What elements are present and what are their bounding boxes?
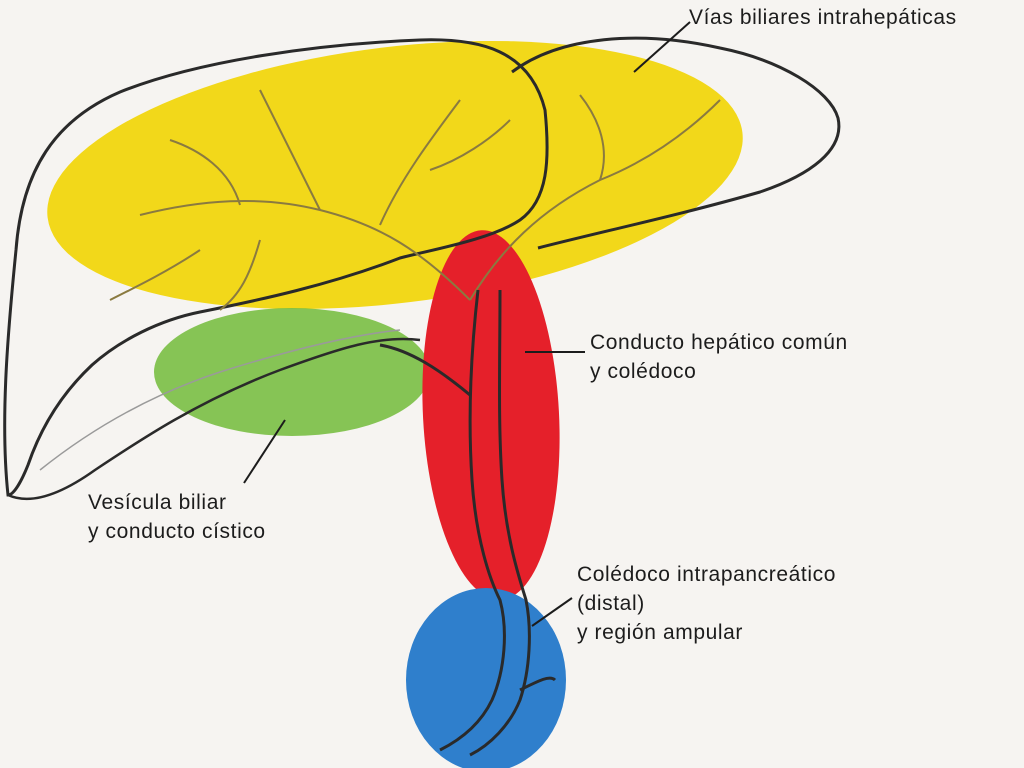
common-hepatic-duct-region [422, 230, 560, 600]
pointer-intrahepatic [633, 21, 691, 73]
common-bile-duct-outline [439, 289, 506, 752]
label-line: Colédoco intrapancreático [577, 563, 836, 586]
pointer-lines [243, 21, 691, 627]
label-intrapancreatic-bile-duct: Colédoco intrapancreático (distal) y reg… [577, 560, 836, 647]
pancreatic-duct-outline [519, 676, 557, 692]
intrahepatic-duct-branches [109, 89, 721, 311]
label-common-hepatic-duct: Conducto hepático común y colédoco [590, 328, 848, 386]
distal-bile-duct-region [406, 588, 566, 768]
label-intrahepatic-ducts: Vías biliares intrahepáticas [689, 3, 957, 32]
liver-underside-outline [7, 337, 421, 500]
label-line: y región ampular [577, 621, 744, 644]
common-bile-duct-inner-outline [469, 289, 531, 757]
pointer-distal [531, 597, 573, 627]
pointer-gallbladder [243, 419, 286, 484]
label-line: y conducto cístico [88, 520, 266, 543]
label-line: y colédoco [590, 360, 697, 383]
label-line: Conducto hepático común [590, 331, 848, 354]
label-gallbladder: Vesícula biliar y conducto cístico [88, 488, 266, 546]
label-line: (distal) [577, 592, 645, 615]
cystic-duct-outline [379, 343, 471, 397]
liver-left-lobe-outline [511, 36, 841, 250]
liver-inner-contour [39, 329, 401, 471]
extrahepatic-ducts [379, 289, 557, 757]
gallbladder-region [154, 308, 430, 436]
intrahepatic-region [47, 40, 743, 310]
liver-outline [3, 38, 549, 497]
label-line: Vías biliares intrahepáticas [689, 6, 957, 29]
label-line: Vesícula biliar [88, 491, 227, 514]
